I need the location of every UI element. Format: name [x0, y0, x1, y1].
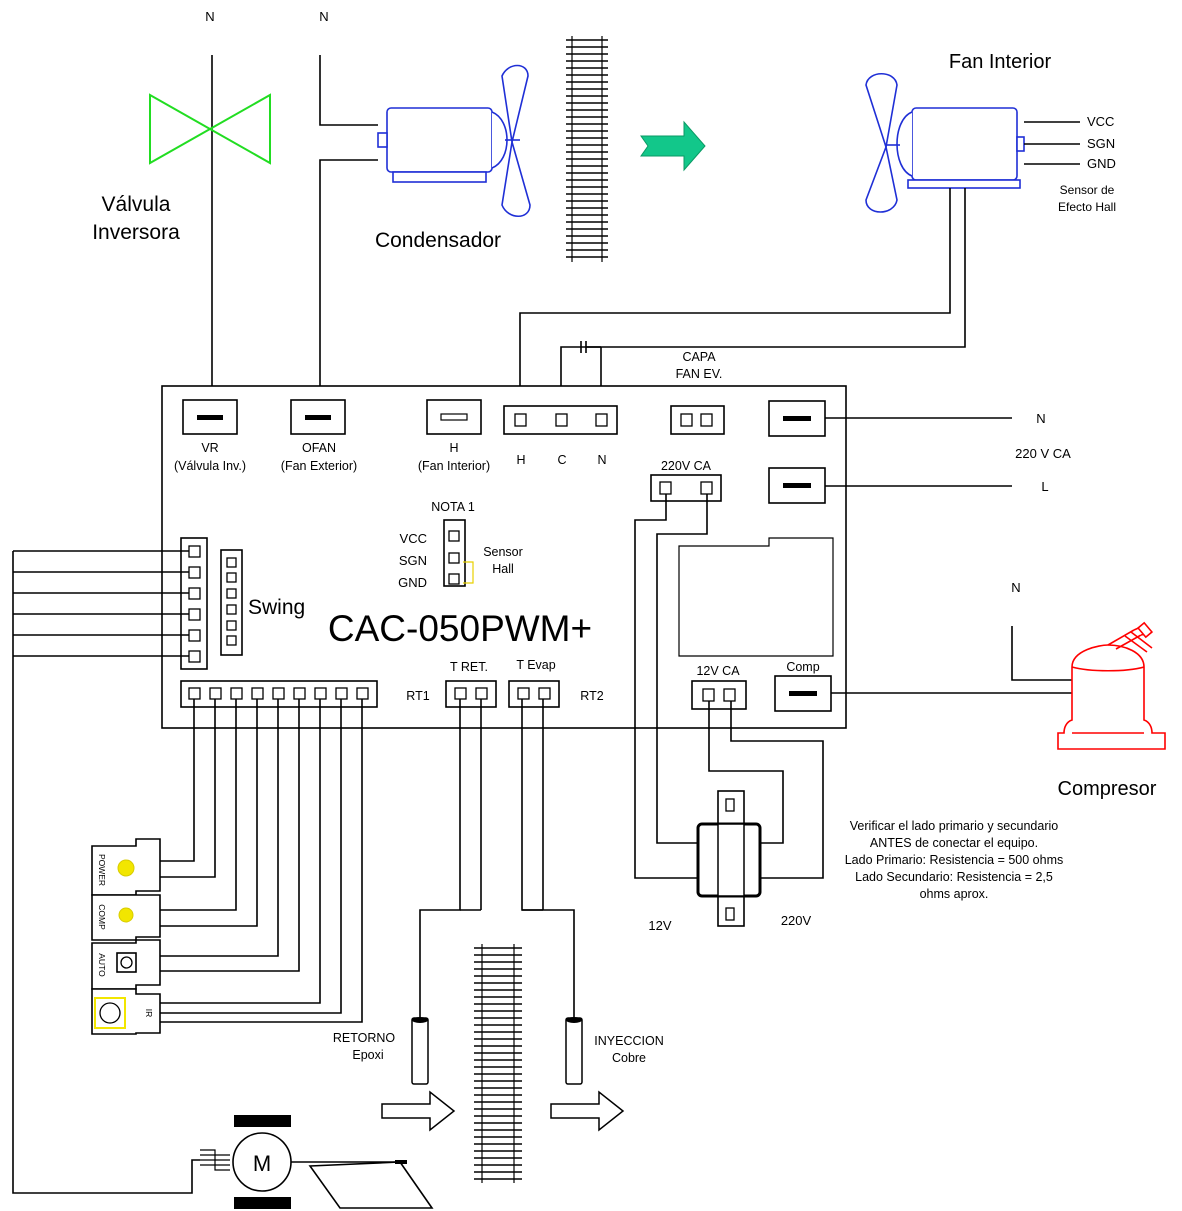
airflow-arrow-icon	[640, 120, 706, 172]
auto-panel-label: AUTO	[97, 953, 107, 977]
valve-label-line1: Válvula	[102, 193, 171, 216]
t-ret-label: T RET.	[450, 660, 488, 674]
vr-label: VR	[201, 441, 218, 455]
display-connector	[180, 537, 208, 670]
hcn-h-label: H	[516, 453, 525, 467]
control-board	[161, 385, 847, 729]
transformer-12v-label: 12V	[648, 918, 671, 933]
t-evap-label: T Evap	[516, 658, 555, 672]
retorno-label-line1: RETORNO	[333, 1031, 396, 1045]
comp-panel-label: COMP	[97, 904, 107, 930]
compressor-n-label: N	[1011, 580, 1020, 595]
ir-panel-label: IR	[144, 1009, 154, 1018]
nota-label: NOTA 1	[431, 500, 475, 514]
board-model-label: CAC-050PWM+	[328, 608, 592, 649]
vcc-label: VCC	[400, 531, 427, 546]
hall-sensor-connector	[443, 519, 474, 587]
condenser-fan-motor-icon	[377, 64, 531, 218]
capa-label-line1: CAPA	[682, 350, 716, 364]
power-panel-label: POWER	[97, 854, 107, 886]
ir-receiver-icon	[94, 997, 126, 1029]
inyeccion-label-line2: Cobre	[612, 1051, 646, 1065]
power-n-label: N	[1036, 411, 1045, 426]
fan-gnd-label: GND	[1087, 156, 1116, 171]
hall-sensor-label-line2: Efecto Hall	[1058, 200, 1116, 214]
fan-interior-title: Fan Interior	[949, 51, 1052, 73]
condenser-coil-icon	[566, 36, 608, 262]
hcn-c-label: C	[557, 453, 566, 467]
motor-m-label: M	[253, 1151, 271, 1176]
transformer-note-line1: Verificar el lado primario y secundario	[850, 819, 1058, 833]
power-l-connector	[768, 467, 826, 504]
capacitor-connector	[670, 405, 725, 435]
power-voltage-label: 220 V CA	[1015, 446, 1071, 461]
swing-connector	[220, 549, 243, 656]
swing-motor-icon	[200, 1115, 434, 1209]
sensor-hall-label-line2: Hall	[492, 562, 514, 576]
h-connector	[426, 399, 482, 435]
hcn-n-label: N	[597, 453, 606, 467]
evaporator-coil-icon	[474, 944, 522, 1183]
rt1-label: RT1	[406, 689, 429, 703]
transformer-note-line3: Lado Primario: Resistencia = 500 ohms	[845, 853, 1064, 867]
fan-vcc-label: VCC	[1087, 114, 1114, 129]
swing-label: Swing	[248, 596, 305, 619]
comp-connector	[774, 675, 832, 712]
h-sublabel: (Fan Interior)	[418, 459, 490, 473]
ac220-connector	[650, 474, 722, 502]
relay-outline	[678, 537, 834, 657]
n-label-fan: N	[319, 9, 328, 24]
gnd-label: GND	[398, 575, 427, 590]
retorno-label-line2: Epoxi	[352, 1048, 383, 1062]
transformer-note-line2: ANTES de conectar el equipo.	[870, 836, 1038, 850]
fan-sgn-label: SGN	[1087, 136, 1115, 151]
ac12-connector	[691, 680, 747, 710]
sensor-hall-label-line1: Sensor	[483, 545, 523, 559]
sgn-label: SGN	[399, 553, 427, 568]
transformer-220v-label: 220V	[781, 913, 812, 928]
vr-connector	[182, 399, 238, 435]
condenser-label: Condensador	[375, 229, 501, 252]
ofan-sublabel: (Fan Exterior)	[281, 459, 357, 473]
panel-connector	[180, 680, 378, 708]
vr-sublabel: (Válvula Inv.)	[174, 459, 246, 473]
rt2-label: RT2	[580, 689, 603, 703]
valve-label-line2: Inversora	[92, 221, 180, 244]
inyeccion-label-line1: INYECCION	[594, 1034, 663, 1048]
hcn-connector	[503, 405, 618, 435]
return-flow-arrow-icon	[381, 1090, 456, 1132]
injection-sensor-icon	[565, 1017, 583, 1085]
injection-flow-arrow-icon	[550, 1090, 625, 1132]
hall-sensor-label-line1: Sensor de	[1060, 183, 1115, 197]
reversing-valve-icon	[149, 93, 271, 165]
t-evap-connector	[508, 680, 560, 708]
comp-led-icon	[118, 907, 134, 923]
transformer-icon	[696, 790, 762, 927]
t-ret-connector	[445, 680, 497, 708]
interior-fan-motor-icon	[865, 72, 1025, 213]
return-sensor-icon	[411, 1017, 429, 1085]
ac12-label: 12V CA	[696, 664, 740, 678]
ac220-label: 220V CA	[661, 459, 712, 473]
comp-connector-label: Comp	[786, 660, 819, 674]
compressor-icon	[1057, 621, 1166, 750]
auto-button[interactable]	[116, 952, 137, 973]
h-label: H	[449, 441, 458, 455]
power-l-label: L	[1041, 479, 1048, 494]
compressor-label: Compresor	[1058, 778, 1157, 800]
capa-label-line2: FAN EV.	[676, 367, 723, 381]
n-label-valve: N	[205, 9, 214, 24]
ofan-connector	[290, 399, 346, 435]
power-led-icon	[117, 859, 135, 877]
transformer-note-line5: ohms aprox.	[920, 887, 989, 901]
power-n-connector	[768, 400, 826, 437]
transformer-note-line4: Lado Secundario: Resistencia = 2,5	[855, 870, 1053, 884]
ofan-label: OFAN	[302, 441, 336, 455]
